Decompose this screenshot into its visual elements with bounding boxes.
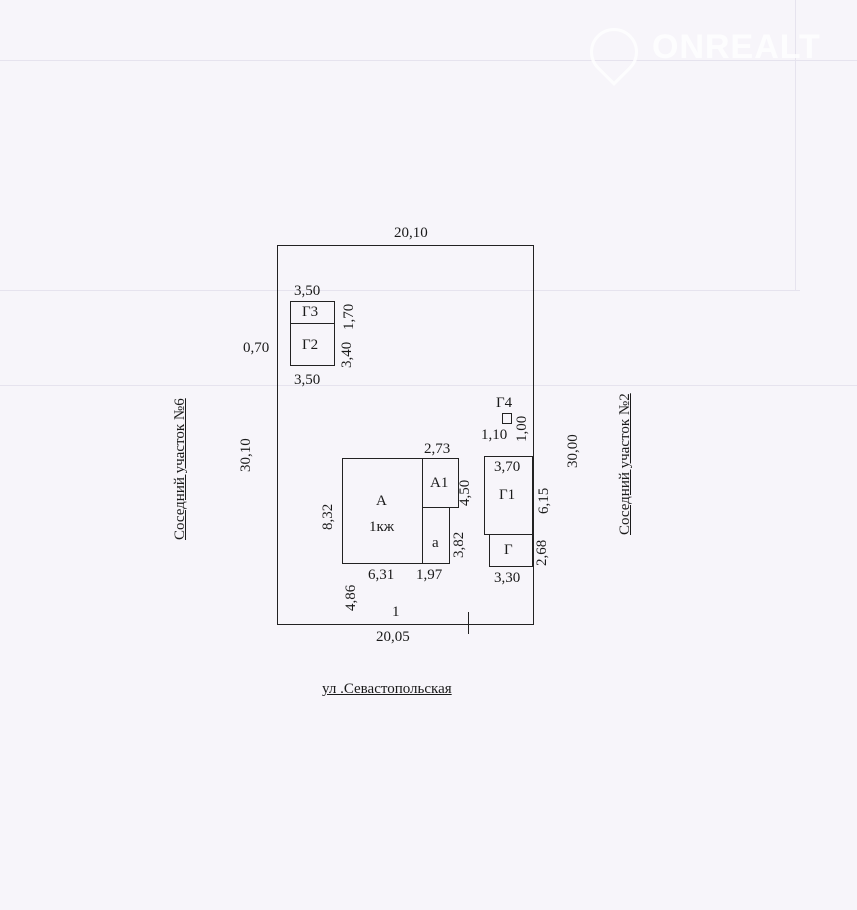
g1-label: Г1 — [499, 487, 516, 503]
bleed-line — [795, 0, 796, 290]
a1-width: 2,73 — [424, 441, 451, 457]
g-depth: 2,68 — [534, 539, 550, 566]
a-small-width: 1,97 — [416, 567, 443, 583]
street-label: ул .Севастопольская — [322, 681, 452, 697]
plot-left-length: 30,10 — [238, 438, 254, 472]
plot-bottom-length: 20,05 — [376, 629, 410, 645]
watermark-text: ONREALT — [652, 28, 821, 66]
g4-depth: 1,00 — [514, 415, 530, 442]
g3-width: 3,50 — [294, 283, 321, 299]
house-pin-icon — [580, 18, 648, 86]
g2-width: 3,50 — [294, 372, 321, 388]
a-label: А — [376, 493, 387, 509]
g3-label: Г3 — [302, 304, 319, 320]
g-label: Г — [504, 542, 513, 558]
bleed-line — [0, 60, 857, 61]
left-neighbor-label: Соседний участок №6 — [172, 398, 188, 540]
g-width: 3,30 — [494, 570, 521, 586]
boundary-tick — [468, 612, 470, 634]
right-neighbor-label: Соседний участок №2 — [617, 393, 633, 535]
building-g2 — [290, 323, 335, 366]
building-a — [342, 458, 423, 564]
plot-right-length: 30,00 — [565, 434, 581, 468]
g4-width: 1,10 — [481, 427, 508, 443]
plot-top-length: 20,10 — [394, 225, 428, 241]
a-small-depth: 3,82 — [451, 531, 467, 558]
building-a-small — [422, 507, 450, 564]
plot-number: 1 — [392, 604, 400, 620]
a1-depth: 4,50 — [457, 479, 473, 506]
g1-depth: 6,15 — [536, 487, 552, 514]
a-front-offset: 4,86 — [343, 584, 359, 611]
bleed-line — [0, 385, 857, 386]
a-depth: 8,32 — [320, 503, 336, 530]
g2-depth: 3,40 — [339, 341, 355, 368]
a1-label: А1 — [430, 475, 449, 491]
building-g — [489, 534, 533, 567]
g3-depth: 1,70 — [341, 303, 357, 330]
g2-offset: 0,70 — [243, 340, 270, 356]
bleed-line — [0, 290, 800, 291]
g1-width: 3,70 — [494, 459, 521, 475]
plot-boundary — [277, 245, 534, 625]
a-width: 6,31 — [368, 567, 395, 583]
a-small-label: а — [432, 535, 439, 551]
g2-label: Г2 — [302, 337, 319, 353]
g4-label: Г4 — [496, 395, 513, 411]
a-sublabel: 1кж — [369, 519, 395, 535]
building-g4 — [502, 413, 512, 424]
